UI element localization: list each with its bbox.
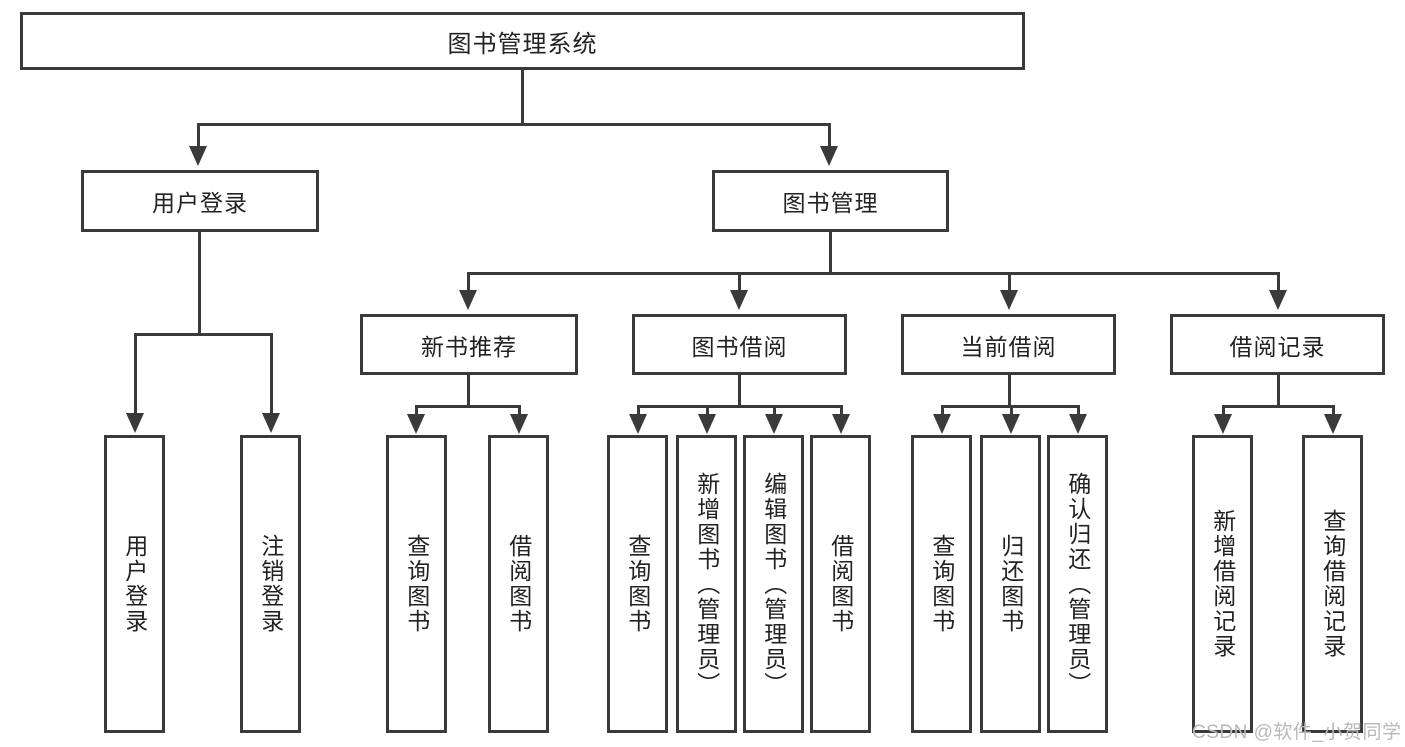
leaf-logout[interactable]: 注销登录 [240, 435, 301, 733]
edge-to-book-borrow [738, 272, 741, 292]
edge-to-new-book [467, 272, 470, 292]
edge-bb-leaf1 [637, 405, 640, 417]
edge-level3-bus [467, 272, 1280, 275]
arrowhead-bb-leaf2 [698, 414, 716, 434]
node-label: 用户登录 [152, 190, 248, 216]
edge-borrow-record-bus [1222, 405, 1335, 408]
edge-user-login-leaf1 [134, 333, 137, 416]
edge-bb-leaf4 [840, 405, 843, 417]
edge-new-book-leaf1 [415, 405, 418, 417]
edge-to-borrow-record [1277, 272, 1280, 292]
leaf-label: 新增借阅记录 [1209, 509, 1236, 659]
node-book-manage[interactable]: 图书管理 [712, 170, 949, 232]
edge-user-login-bus [134, 333, 273, 336]
edge-bb-leaf2 [706, 405, 709, 417]
edge-book-borrow-stem [738, 375, 741, 407]
node-label: 新书推荐 [421, 333, 517, 360]
leaf-label: 查询图书 [928, 534, 955, 634]
edge-cb-leaf1 [941, 405, 944, 417]
node-book-borrow[interactable]: 图书借阅 [632, 314, 847, 375]
edge-root-stem [521, 70, 524, 123]
edge-to-user-login [197, 123, 200, 149]
arrowhead-new-book [459, 290, 477, 310]
leaf-label: 用户登录 [121, 534, 148, 634]
edge-to-current-borrow [1008, 272, 1011, 292]
node-label: 借阅记录 [1229, 333, 1326, 360]
leaf-label: 归还图书 [997, 534, 1024, 634]
edge-current-borrow-stem [1008, 375, 1011, 407]
edge-level2-bus [197, 123, 831, 126]
node-user-login[interactable]: 用户登录 [81, 170, 319, 232]
edge-user-login-leaf2 [270, 333, 273, 416]
node-root-system[interactable]: 图书管理系统 [20, 12, 1025, 70]
edge-borrow-record-stem [1277, 375, 1280, 407]
arrowhead-current-borrow [1000, 290, 1018, 310]
node-borrow-record[interactable]: 借阅记录 [1170, 314, 1385, 375]
edge-new-book-stem [467, 375, 470, 407]
leaf-label: 借阅图书 [505, 534, 532, 634]
arrowhead-br-leaf2 [1324, 414, 1342, 434]
leaf-bb-borrow-book[interactable]: 借阅图书 [810, 435, 871, 733]
edge-cb-leaf2 [1010, 405, 1013, 417]
leaf-nb-query-book[interactable]: 查询图书 [386, 435, 447, 733]
node-label: 图书管理 [782, 190, 879, 216]
watermark-text: CSDN @软件_小贺同学 [1192, 722, 1402, 743]
node-new-book-recommend[interactable]: 新书推荐 [360, 314, 578, 375]
node-label: 图书管理系统 [447, 30, 598, 58]
edge-br-leaf2 [1332, 405, 1335, 417]
arrowhead-borrow-record [1269, 290, 1287, 310]
leaf-label: 查询借阅记录 [1319, 509, 1346, 659]
leaf-label: 查询图书 [403, 534, 430, 634]
leaf-cb-return-book[interactable]: 归还图书 [980, 435, 1041, 733]
arrowhead-leaf-logout [262, 413, 280, 433]
edge-new-book-bus [415, 405, 521, 408]
leaf-label: 查询图书 [624, 534, 651, 634]
leaf-nb-borrow-book[interactable]: 借阅图书 [488, 435, 549, 733]
leaf-label: 编辑图书（管理员） [760, 471, 787, 697]
edge-br-leaf1 [1222, 405, 1225, 417]
leaf-bb-query-book[interactable]: 查询图书 [607, 435, 668, 733]
csdn-watermark: CSDN @软件_小贺同学 [1192, 717, 1401, 744]
leaf-bb-add-book[interactable]: 新增图书（管理员） [676, 435, 737, 733]
node-label: 图书借阅 [691, 333, 788, 360]
leaf-user-login[interactable]: 用户登录 [104, 435, 165, 733]
arrowhead-cb-leaf2 [1002, 414, 1020, 434]
edge-book-borrow-bus [637, 405, 843, 408]
arrowhead-bb-leaf3 [765, 414, 783, 434]
edge-user-login-stem [198, 232, 201, 335]
leaf-cb-query-book[interactable]: 查询图书 [911, 435, 972, 733]
edge-bb-leaf3 [773, 405, 776, 417]
edge-to-book-manage [828, 123, 831, 149]
node-current-borrow[interactable]: 当前借阅 [901, 314, 1116, 375]
arrowhead-nb-leaf2 [510, 414, 528, 434]
arrowhead-book-manage [820, 146, 838, 166]
arrowhead-br-leaf1 [1214, 414, 1232, 434]
arrowhead-book-borrow [730, 290, 748, 310]
leaf-br-query-record[interactable]: 查询借阅记录 [1302, 435, 1363, 733]
leaf-label: 确认归还（管理员） [1064, 471, 1091, 697]
leaf-bb-edit-book[interactable]: 编辑图书（管理员） [743, 435, 804, 733]
leaf-cb-confirm-return[interactable]: 确认归还（管理员） [1047, 435, 1108, 733]
leaf-label: 新增图书（管理员） [693, 471, 720, 697]
arrowhead-cb-leaf3 [1069, 414, 1087, 434]
arrowhead-bb-leaf1 [629, 414, 647, 434]
arrowhead-cb-leaf1 [933, 414, 951, 434]
arrowhead-bb-leaf4 [832, 414, 850, 434]
edge-book-manage-stem [829, 232, 832, 274]
arrowhead-user-login [189, 146, 207, 166]
leaf-label: 注销登录 [257, 534, 284, 634]
arrowhead-leaf-user-login [126, 413, 144, 433]
arrowhead-nb-leaf1 [407, 414, 425, 434]
node-label: 当前借阅 [960, 333, 1057, 360]
leaf-br-add-record[interactable]: 新增借阅记录 [1192, 435, 1253, 733]
edge-cb-leaf3 [1077, 405, 1080, 417]
edge-new-book-leaf2 [518, 405, 521, 417]
leaf-label: 借阅图书 [827, 534, 854, 634]
